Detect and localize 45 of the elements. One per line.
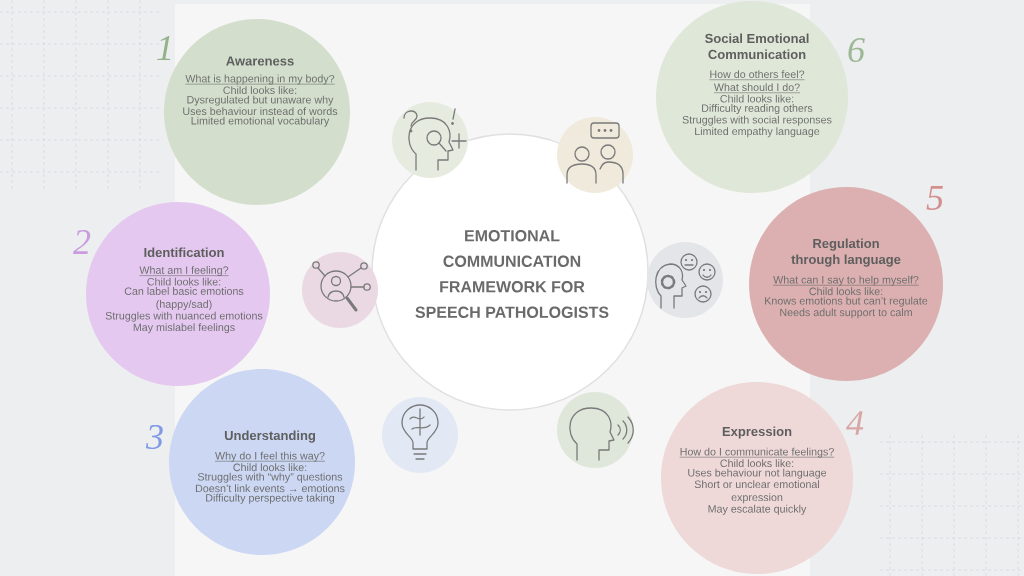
step-number: 6 (848, 37, 865, 63)
stage-heading: Social Emotional Communication (705, 33, 809, 60)
stage-heading: Identification (144, 247, 224, 258)
stage-heading: Regulation through language (791, 238, 901, 267)
question-text: How do I communicate feelings? (679, 447, 835, 458)
description-text: Child looks like: (809, 287, 883, 296)
description-text: Child looks like: (720, 459, 794, 468)
description-text: May escalate quickly (708, 504, 807, 515)
question-text: Why do I feel this way? (214, 451, 326, 462)
step-number: 1 (157, 36, 171, 60)
description-text: Struggles with social responses (682, 115, 832, 126)
description-text: Child looks like: (147, 277, 221, 286)
stage-circle (656, 1, 848, 193)
description-text: Child looks like: (233, 463, 307, 472)
stage-circle (749, 187, 943, 381)
description-text: Limited empathy language (695, 127, 820, 138)
description-text: Can label basic emotions (happy/sad) (124, 287, 244, 311)
stage-heading: Expression (722, 426, 792, 439)
description-text: Child looks like: (720, 94, 794, 103)
question-text: What is happening in my body? (185, 74, 335, 85)
description-text: Difficulty perspective taking (206, 493, 334, 504)
description-text: Needs adult support to calm (780, 308, 912, 319)
description-text: Child looks like: (223, 86, 297, 95)
description-text: Short or unclear emotional expression (694, 480, 819, 504)
description-text: Struggles with “why” questions (197, 472, 343, 483)
description-text: Difficulty reading others (702, 104, 813, 115)
stage-heading: Awareness (226, 56, 294, 66)
description-text: Limited emotional vocabulary (191, 116, 330, 127)
question-text: How do others feel? What should I do? (709, 70, 805, 94)
question-text: What am I feeling? (139, 266, 229, 277)
description-text: May mislabel feelings (133, 323, 235, 334)
description-text: Uses behaviour not language (688, 468, 827, 479)
stage-circle (169, 369, 355, 555)
step-number: 4 (846, 411, 864, 435)
description-text: Uses behaviour instead of words (183, 107, 338, 116)
step-number: 2 (73, 230, 91, 254)
stage-heading: Understanding (224, 430, 315, 443)
question-text: What can I say to help myself? (772, 275, 920, 286)
step-number: 3 (145, 424, 163, 450)
description-text: Struggles with nuanced emotions (105, 311, 263, 322)
title: EMOTIONAL COMMUNICATION FRAMEWORK FOR SPEECH PATHOLOGISTS (415, 230, 609, 318)
description-text: Doesn’t link events → emotions (195, 484, 345, 493)
step-number: 5 (926, 186, 943, 210)
description-text: Knows emotions but can’t regulate (765, 296, 928, 307)
description-text: Dysregulated but unaware why (187, 95, 334, 106)
